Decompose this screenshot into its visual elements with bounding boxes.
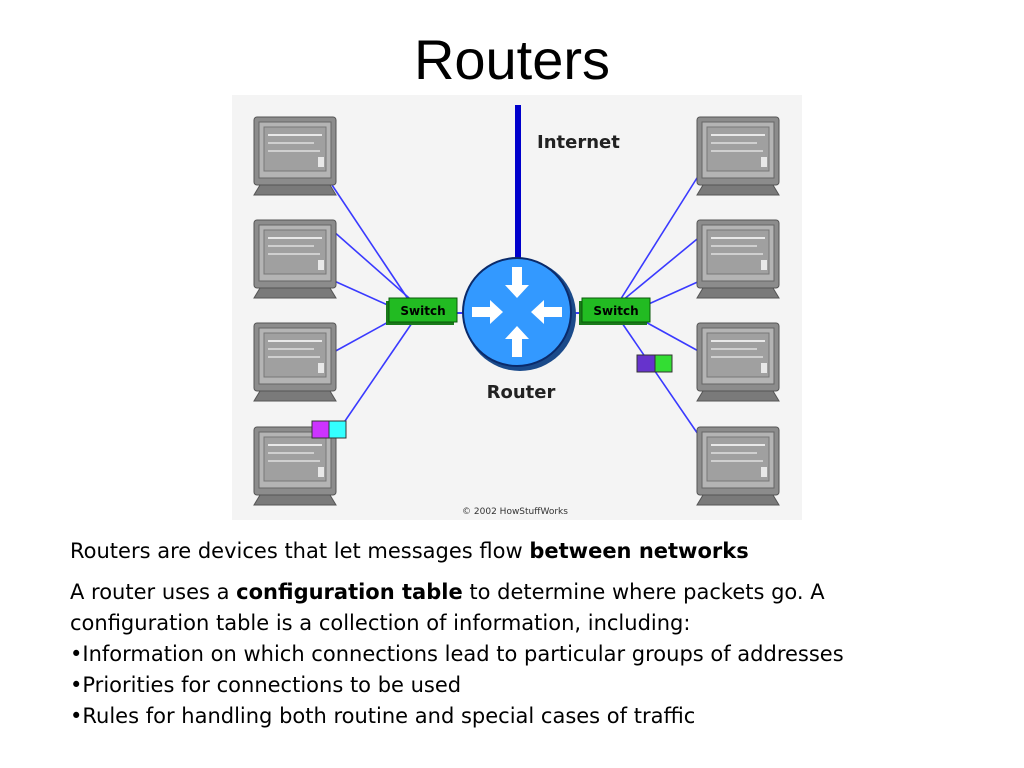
left-links [321,169,418,441]
computer-right-4 [696,426,780,506]
switch-left: Switch [386,297,458,325]
network-diagram: Switch Switch Internet Router © 2002 How… [232,95,802,520]
intro-line: Routers are devices that let messages fl… [70,536,970,567]
router [462,257,576,371]
slide-title: Routers [413,28,611,91]
router-arrows-icon [472,267,562,357]
bullet-3: •Rules for handling both routine and spe… [70,704,696,728]
right-links [616,169,703,441]
config-text-suffix: to determine where packets go. A configu… [70,580,825,635]
bullet-1: •Information on which connections lead t… [70,642,844,666]
router-label: Router [487,382,556,403]
switch-right-label: Switch [593,304,638,318]
copyright-label: © 2002 HowStuffWorks [462,507,568,517]
switch-right: Switch [579,297,651,325]
intro-text: Routers are devices that let messages fl… [70,539,530,563]
computer-left-1 [253,116,337,196]
config-text-prefix: A router uses a [70,580,237,604]
computer-left-2 [253,219,337,299]
config-bold: configuration table [236,580,463,604]
packet-left [311,420,347,439]
computer-left-3 [253,322,337,402]
intro-bold: between networks [529,539,749,563]
slide-body: Routers are devices that let messages fl… [70,536,970,732]
bullet-2: •Priorities for connections to be used [70,673,462,697]
computer-right-3 [696,322,780,402]
packet-right [636,354,673,373]
computer-left-4 [253,426,337,506]
computer-right-1 [696,116,780,196]
computer-right-2 [696,219,780,299]
config-paragraph: A router uses a configuration table to d… [70,577,970,639]
internet-label: Internet [537,132,620,153]
switch-left-label: Switch [400,304,445,318]
